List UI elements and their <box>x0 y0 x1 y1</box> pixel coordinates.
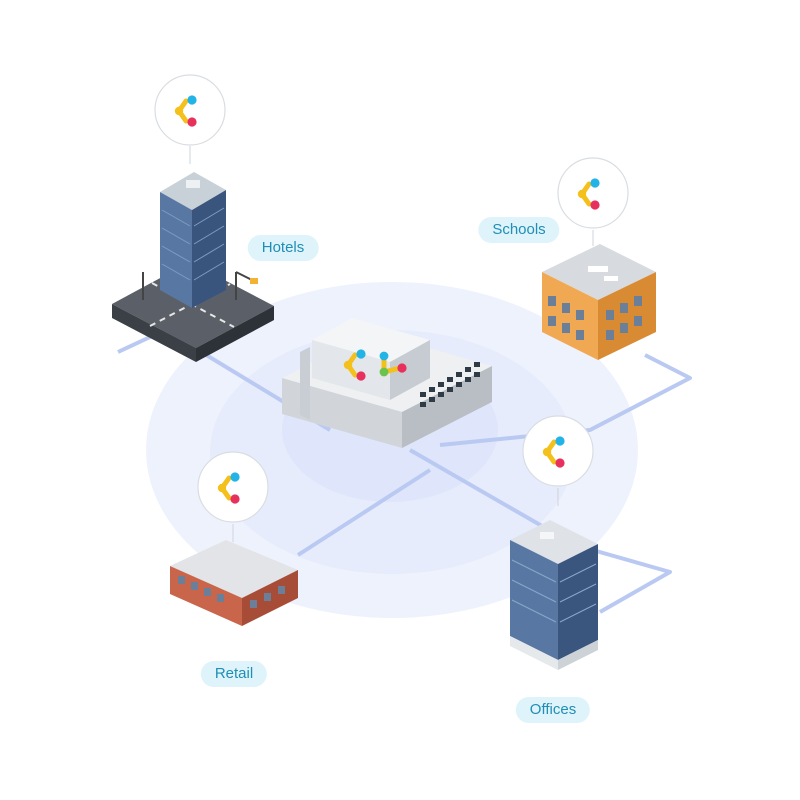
hotels-logo-bubble <box>154 74 226 164</box>
retail-label: Retail <box>200 661 268 687</box>
schools-logo-bubble <box>557 157 629 246</box>
link-offices <box>409 448 672 614</box>
school-building-icon <box>542 244 656 360</box>
hotels-label: Hotels <box>247 235 319 261</box>
switch-ports <box>420 362 480 407</box>
hotel-building-icon <box>112 172 274 362</box>
link-retail <box>296 468 432 557</box>
retail-building-icon <box>170 540 298 626</box>
offices-label: Offices <box>515 697 591 723</box>
network-switch <box>282 318 492 448</box>
schools-label: Schools <box>478 217 560 243</box>
office-building-icon <box>510 520 598 670</box>
offices-logo-bubble <box>522 415 594 506</box>
link-schools <box>439 353 692 447</box>
brand-chevron-icon <box>379 351 407 377</box>
retail-logo-bubble <box>197 451 269 542</box>
